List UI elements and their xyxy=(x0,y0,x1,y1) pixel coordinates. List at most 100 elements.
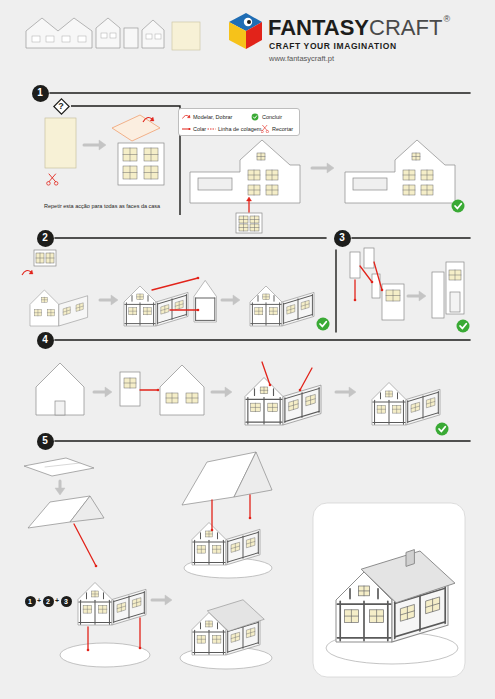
window xyxy=(166,393,178,403)
window-pane xyxy=(161,305,169,315)
side-wall-face xyxy=(156,292,188,326)
timber-beam xyxy=(254,389,255,396)
window-bar xyxy=(144,154,158,155)
step-arrow-head xyxy=(165,595,172,605)
brand-name: CRAFT xyxy=(369,16,442,40)
strip-piece xyxy=(350,252,360,278)
window xyxy=(124,378,136,388)
window-bar xyxy=(92,593,99,594)
timber-beam xyxy=(193,562,225,563)
window-bar xyxy=(386,295,400,296)
glue-line xyxy=(170,309,198,310)
front-wall xyxy=(30,290,59,326)
window-bar xyxy=(212,549,221,550)
timber-beam xyxy=(337,637,390,639)
step-arrow-head xyxy=(111,295,118,305)
timber-beam xyxy=(258,532,259,554)
window xyxy=(289,400,299,411)
thumb-piece xyxy=(124,28,138,48)
check-circle xyxy=(457,320,470,333)
step-arrow-shaft xyxy=(84,144,99,147)
window-bar xyxy=(250,227,259,228)
step-arrow-shaft xyxy=(408,295,419,298)
registered-mark: ® xyxy=(443,15,450,25)
window-pane xyxy=(358,586,369,596)
glue-line xyxy=(87,627,88,650)
step-arrow-shaft xyxy=(94,391,105,394)
legend-entry: Concluir xyxy=(251,113,282,121)
window-pane xyxy=(98,605,107,613)
window-bar xyxy=(403,190,415,191)
glue-guide xyxy=(170,309,199,312)
window-bar xyxy=(412,156,420,157)
window xyxy=(63,307,70,316)
timber-beam xyxy=(103,593,104,599)
timber-beam xyxy=(157,303,158,324)
flat-piece xyxy=(345,140,455,203)
window-bar xyxy=(231,546,240,549)
glue-sample xyxy=(183,128,190,129)
timber-beam xyxy=(283,303,284,324)
side-wall xyxy=(59,296,88,326)
window-pane xyxy=(250,216,259,223)
timber-beam xyxy=(242,626,243,648)
window xyxy=(212,545,221,553)
glue-dot xyxy=(139,647,142,650)
step-arrow xyxy=(312,163,334,173)
window xyxy=(129,308,137,315)
wall-piece xyxy=(446,262,464,314)
timber-beam xyxy=(373,422,405,423)
step-4-illustration xyxy=(36,362,449,436)
window xyxy=(246,538,255,548)
side-wall-face xyxy=(283,385,321,425)
glue-dot xyxy=(299,389,302,392)
glue-dot xyxy=(197,309,200,312)
window xyxy=(117,602,126,612)
timber-beam xyxy=(251,304,281,305)
window-bar xyxy=(46,258,54,259)
timber-beam xyxy=(227,631,228,653)
check-circle xyxy=(452,200,465,213)
gable-piece xyxy=(194,280,216,322)
window-bar xyxy=(129,311,137,312)
brand-url: www.fantasycraft.pt xyxy=(269,55,334,63)
window-bar xyxy=(36,258,44,259)
timber-beam xyxy=(144,592,145,614)
figure xyxy=(372,383,440,426)
timber-beam xyxy=(444,587,446,623)
glue-guide xyxy=(360,266,373,283)
window-pane xyxy=(143,308,151,315)
timber-beam xyxy=(79,622,111,623)
step-number-text: 2 xyxy=(42,233,48,243)
window-bar xyxy=(268,407,278,408)
timber-beam xyxy=(86,593,87,599)
figure xyxy=(192,600,264,655)
gable-piece xyxy=(160,365,204,415)
window xyxy=(92,591,99,597)
side-wall-face xyxy=(59,296,88,326)
front-wall xyxy=(245,378,283,426)
window xyxy=(392,405,401,413)
timber-beam xyxy=(113,601,114,623)
step-reference-text: 1 xyxy=(28,598,32,605)
figure xyxy=(30,290,88,326)
timber-beam xyxy=(339,601,341,640)
timber-beam xyxy=(208,630,209,654)
timber-beam xyxy=(148,296,149,302)
window-bar xyxy=(248,190,260,191)
step-number: 3 xyxy=(334,230,351,247)
figure xyxy=(192,523,260,566)
step-arrow xyxy=(84,140,106,150)
timber-beam xyxy=(263,397,264,424)
window-pane xyxy=(46,253,54,263)
figure xyxy=(124,286,188,326)
glue-line xyxy=(211,500,212,530)
step-arrow xyxy=(336,387,356,397)
window xyxy=(266,185,278,195)
window-bar xyxy=(63,310,70,312)
step-rule xyxy=(352,237,470,239)
step-reference: 2 xyxy=(43,596,54,607)
figure xyxy=(194,280,216,322)
done-check xyxy=(457,320,470,333)
window-pane xyxy=(289,400,299,411)
